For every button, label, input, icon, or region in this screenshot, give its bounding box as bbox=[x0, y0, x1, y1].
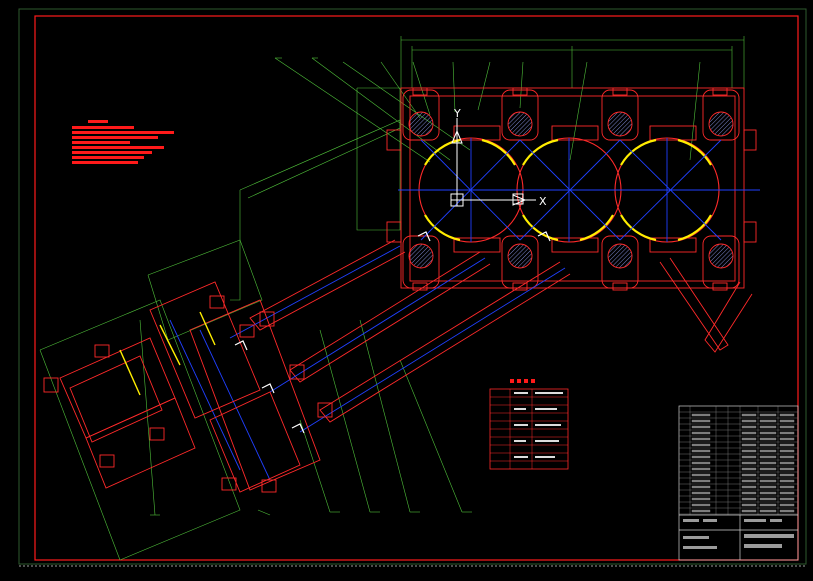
sheet-border bbox=[18, 8, 807, 567]
gearbox-assembly bbox=[43, 281, 333, 493]
drive-shafts bbox=[249, 239, 753, 423]
centerlines bbox=[398, 138, 760, 242]
ucs-y-label: Y bbox=[453, 107, 461, 120]
pick-box-icon bbox=[512, 193, 524, 205]
red-notes bbox=[72, 120, 174, 164]
dimension-lines-top bbox=[274, 36, 745, 163]
ucs-x-label: X bbox=[539, 195, 547, 208]
parts-table bbox=[489, 379, 569, 470]
title-block bbox=[678, 405, 799, 561]
rolling-mill-stand bbox=[386, 87, 757, 291]
universal-joints bbox=[234, 231, 551, 434]
shaft-centerlines bbox=[169, 245, 566, 481]
bearing-hatches bbox=[408, 111, 734, 269]
sub-assembly-outline bbox=[39, 87, 472, 561]
